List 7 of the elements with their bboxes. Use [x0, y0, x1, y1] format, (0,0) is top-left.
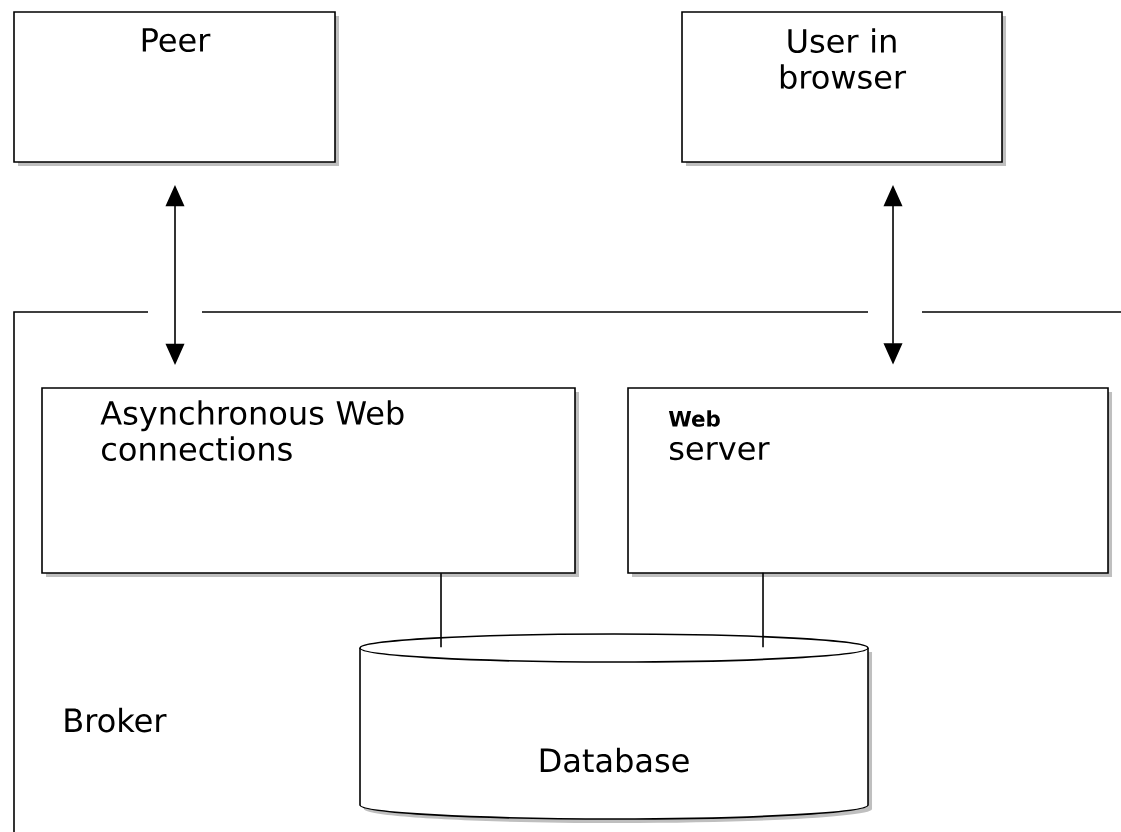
box: User in browser — [681, 11, 1006, 166]
box: Asynchronous Web connections — [41, 387, 579, 577]
box: Web server — [627, 387, 1112, 577]
connector-line — [440, 572, 442, 649]
connector-line — [762, 571, 764, 649]
database-cylinder: Database — [359, 633, 872, 823]
box: Peer — [13, 11, 339, 166]
